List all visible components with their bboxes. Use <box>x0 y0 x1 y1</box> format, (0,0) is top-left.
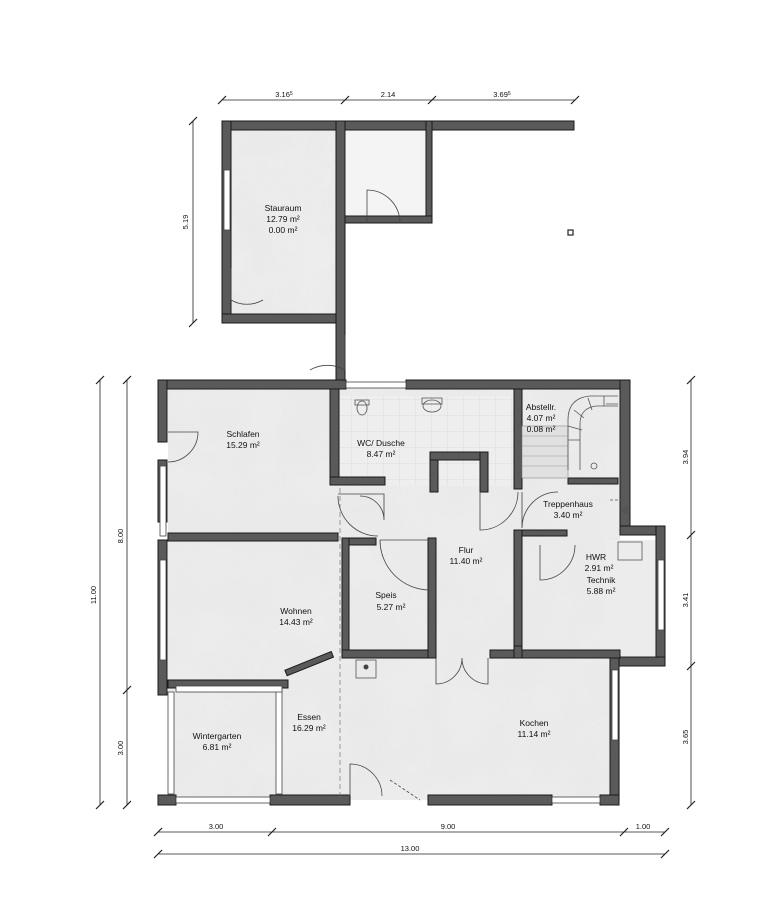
dim-stauraum-height: 5.19 <box>181 215 190 230</box>
kochen-name: Kochen <box>520 718 549 728</box>
staircase <box>521 395 618 479</box>
abstellr-area2: 0.08 m² <box>527 424 556 434</box>
dim-left-upper: 8.00 <box>116 529 125 544</box>
speis-area: 5.27 m² <box>377 602 406 612</box>
hwr-name: HWR <box>586 552 606 562</box>
wc-area: 8.47 m² <box>367 449 396 459</box>
dim-right-b: 3.41 <box>681 593 690 608</box>
schlafen-area: 15.29 m² <box>226 440 260 450</box>
dimension-labels: 3.165 2.14 3.695 5.19 11.00 8.00 3.00 3.… <box>89 90 690 853</box>
wc-name: WC/ Dusche <box>357 438 405 448</box>
wohnen-name: Wohnen <box>280 606 312 616</box>
stauraum-area1: 12.79 m² <box>266 214 300 224</box>
dim-top-a: 3.165 <box>275 90 293 99</box>
speis-name: Speis <box>375 590 396 600</box>
hwr-name2: Technik <box>587 575 617 585</box>
treppenhaus-area: 3.40 m² <box>554 510 583 520</box>
fixtures <box>339 229 643 800</box>
dim-left-outer: 11.00 <box>89 586 98 604</box>
treppenhaus-name: Treppenhaus <box>543 499 593 509</box>
dim-top-c: 3.695 <box>493 90 511 99</box>
windows <box>159 169 665 804</box>
dim-right-a: 3.94 <box>681 450 690 465</box>
wintergarten-area: 6.81 m² <box>203 742 232 752</box>
flur-area: 11.40 m² <box>450 556 483 566</box>
wohnen-area: 14.43 m² <box>279 617 313 627</box>
dim-bottom-a: 3.00 <box>209 822 224 831</box>
dim-left-lower: 3.00 <box>116 741 125 756</box>
floor-areas <box>168 130 656 800</box>
abstellr-area1: 4.07 m² <box>527 413 556 423</box>
essen-name: Essen <box>297 712 321 722</box>
dimension-lines <box>95 95 696 859</box>
stauraum-area2: 0.00 m² <box>269 225 298 235</box>
dim-right-c: 3.65 <box>681 730 690 745</box>
dim-top-b: 2.14 <box>381 90 396 99</box>
hwr-area2: 5.88 m² <box>587 586 616 596</box>
kochen-area: 11.14 m² <box>518 729 551 739</box>
wintergarten-name: Wintergarten <box>193 731 242 741</box>
flur-name: Flur <box>459 545 474 555</box>
schlafen-name: Schlafen <box>226 429 259 439</box>
doors <box>167 189 576 801</box>
dim-bottom-total: 13.00 <box>401 844 420 853</box>
abstellr-name: Abstellr. <box>526 402 556 412</box>
room-labels: Stauraum 12.79 m² 0.00 m² Schlafen 15.29… <box>193 203 616 752</box>
dim-bottom-b: 9.00 <box>441 822 456 831</box>
hwr-area1: 2.91 m² <box>585 563 614 573</box>
essen-area: 16.29 m² <box>292 723 326 733</box>
stauraum-name: Stauraum <box>265 203 302 213</box>
dim-bottom-c: 1.00 <box>636 822 651 831</box>
